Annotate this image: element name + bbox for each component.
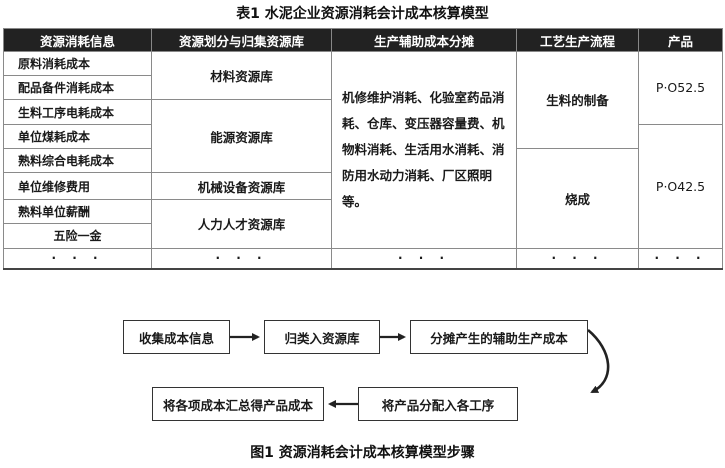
header-product: 产品 xyxy=(638,28,723,52)
flow-step-collect: 收集成本信息 xyxy=(123,320,230,354)
table-row-ellipsis: · · · · · · · · · · · · · · · xyxy=(3,247,723,270)
table-row: 五险一金 xyxy=(3,223,723,249)
flow-step-summarize: 将各项成本汇总得产品成本 xyxy=(152,387,324,421)
flow-step-assign-process: 将产品分配入各工序 xyxy=(358,387,518,421)
table-header-row: 资源消耗信息 资源划分与归集资源库 生产辅助成本分摊 工艺生产流程 产品 xyxy=(3,28,723,52)
header-process-flow: 工艺生产流程 xyxy=(516,28,639,52)
ellipsis-cell: · · · xyxy=(331,247,517,270)
process-flow-cell: 生料的制备 xyxy=(516,51,639,149)
table-row: 原料消耗成本 材料资源库 机修维护消耗、化验室药品消耗、仓库、变压器容量费、机物… xyxy=(3,50,723,249)
resource-pool-cell: 能源资源库 xyxy=(151,99,332,174)
ellipsis-cell: · · · xyxy=(3,247,152,270)
header-resource-info: 资源消耗信息 xyxy=(3,28,152,52)
resource-info-cell: 熟料综合电耗成本 xyxy=(3,147,152,174)
header-aux-cost: 生产辅助成本分摊 xyxy=(331,28,517,52)
process-flow-cell: 烧成 xyxy=(516,147,639,249)
product-cell: P·O52.5 xyxy=(638,51,723,125)
product-cell: P·O42.5 xyxy=(638,123,723,249)
aux-cost-cell: 机修维护消耗、化验室药品消耗、仓库、变压器容量费、机物料消耗、生活用水消耗、消防… xyxy=(331,51,517,249)
resource-info-cell: 五险一金 xyxy=(3,223,152,249)
table-row: 单位煤耗成本 P·O42.5 xyxy=(3,123,723,249)
resource-pool-cell: 材料资源库 xyxy=(151,50,332,101)
resource-pool-cell: 机械设备资源库 xyxy=(151,172,332,201)
cost-model-table: 资源消耗信息 资源划分与归集资源库 生产辅助成本分摊 工艺生产流程 产品 原料消… xyxy=(3,28,723,270)
header-resource-pool: 资源划分与归集资源库 xyxy=(151,28,332,52)
resource-pool-cell: 人力人才资源库 xyxy=(151,199,332,249)
figure-caption: 图1 资源消耗会计成本核算模型步骤 xyxy=(250,445,475,461)
ellipsis-cell: · · · xyxy=(151,247,332,270)
ellipsis-cell: · · · xyxy=(638,247,723,270)
table-row: 配品备件消耗成本 xyxy=(3,75,723,101)
flow-step-classify: 归类入资源库 xyxy=(264,320,380,354)
table-row: 熟料综合电耗成本 烧成 xyxy=(3,147,723,249)
table-caption: 表1 水泥企业资源消耗会计成本核算模型 xyxy=(236,6,489,22)
resource-info-cell: 配品备件消耗成本 xyxy=(3,75,152,101)
flow-step-allocate-aux: 分摊产生的辅助生产成本 xyxy=(410,320,588,354)
arrow-curve xyxy=(587,329,610,394)
